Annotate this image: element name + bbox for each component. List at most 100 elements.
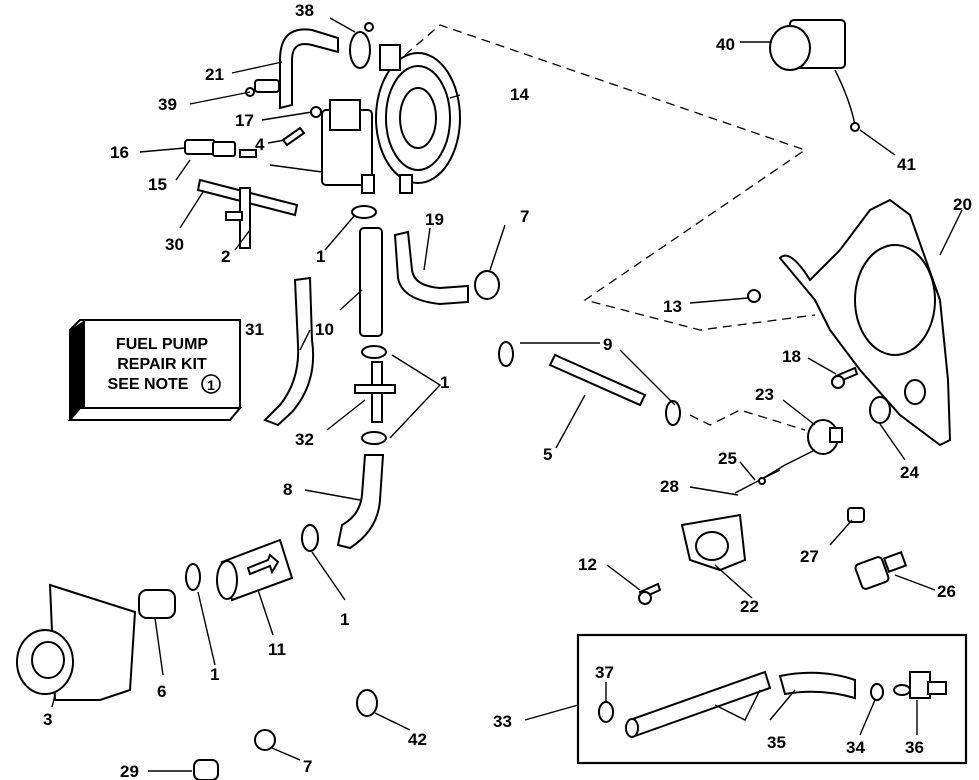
part-1-clamp [361, 431, 387, 445]
part-39-fitting [245, 79, 280, 97]
part-40-sensor [769, 19, 860, 132]
callout-7: 7 [520, 207, 529, 226]
callout-9: 9 [603, 335, 612, 354]
callout-19: 19 [425, 210, 444, 229]
callout-22: 22 [740, 597, 759, 616]
callout-36: 36 [905, 738, 924, 757]
callout-1: 1 [440, 373, 449, 392]
part-7-clamp [474, 270, 500, 300]
callout-1: 1 [210, 665, 219, 684]
part-20-gasket [778, 198, 952, 447]
part-36-valve [893, 671, 947, 699]
callout-1: 1 [316, 247, 325, 266]
callout-24: 24 [900, 463, 919, 482]
part-35-hoses [625, 670, 856, 738]
callout-8: 8 [283, 480, 292, 499]
kit-line-2: REPAIR KIT [117, 356, 207, 373]
callout-13: 13 [663, 297, 682, 316]
callout-32: 32 [295, 430, 314, 449]
kit-line-1: FUEL PUMP [116, 336, 208, 353]
part-28-wire [734, 469, 781, 494]
part-6-sleeve [138, 589, 176, 619]
callout-20: 20 [953, 195, 972, 214]
part-9-clamp [498, 341, 514, 367]
part-31-hose [263, 276, 315, 427]
part-23-check-valve [759, 419, 843, 481]
callout-30: 30 [165, 235, 184, 254]
part-32-tee-fitting [354, 361, 396, 423]
callout-labels: 38 21 39 17 14 4 16 15 30 2 1 19 7 31 10… [43, 1, 972, 780]
part-7-clamp [254, 729, 276, 751]
part-2-tee-fitting [225, 187, 251, 249]
callout-23: 23 [755, 385, 774, 404]
callout-5: 5 [543, 445, 552, 464]
callout-21: 21 [205, 65, 224, 84]
callout-38: 38 [295, 1, 314, 20]
callout-16: 16 [110, 143, 129, 162]
part-21-elbow-hose [279, 28, 339, 110]
callout-28: 28 [660, 477, 679, 496]
callout-41: 41 [897, 155, 916, 174]
part-15-16-valve [184, 139, 257, 158]
part-11-fuel-filter [216, 538, 294, 602]
fuel-pump-repair-kit-box: FUEL PUMP REPAIR KIT SEE NOTE 1 [67, 319, 243, 422]
part-29-cap [193, 759, 219, 780]
part-13-nut [747, 289, 761, 303]
callout-40: 40 [716, 35, 735, 54]
note-number: 1 [207, 377, 215, 393]
callout-7: 7 [303, 757, 312, 776]
part-1-clamp [185, 563, 201, 591]
part-37-clip [598, 701, 614, 723]
callout-3: 3 [43, 710, 52, 729]
callout-12: 12 [578, 555, 597, 574]
callout-39: 39 [158, 95, 177, 114]
part-42-clamp [356, 689, 378, 717]
callout-14: 14 [510, 85, 529, 104]
leader-lines [51, 17, 963, 772]
callout-4: 4 [255, 135, 265, 154]
callout-27: 27 [800, 547, 819, 566]
callout-33: 33 [493, 712, 512, 731]
callout-1: 1 [340, 610, 349, 629]
callout-18: 18 [782, 347, 801, 366]
kit-33-frame [576, 633, 968, 765]
part-4-screw [281, 126, 306, 147]
part-38-clamp [349, 22, 374, 69]
part-3-filter-housing [16, 583, 137, 701]
part-1-clamp [361, 345, 387, 359]
connector-dashed-line [689, 409, 806, 431]
callout-11: 11 [268, 640, 286, 659]
note-circle [201, 374, 221, 394]
part-8-hose [336, 454, 385, 550]
part-19-hose [393, 230, 469, 306]
kit-line-3: SEE NOTE [108, 376, 189, 393]
part-5-hose [548, 353, 647, 407]
callout-37: 37 [595, 663, 614, 682]
part-17-nut [310, 106, 322, 118]
part-24-o-ring [869, 396, 891, 424]
callout-25: 25 [718, 449, 737, 468]
part-9-clamp [665, 400, 681, 426]
part-1-clamp [351, 205, 377, 219]
part-14-fuel-pump [269, 44, 461, 194]
callout-31: 31 [245, 320, 264, 339]
assembly-dashed-outline [404, 24, 816, 331]
callout-6: 6 [157, 682, 166, 701]
part-34-clamp [870, 683, 884, 701]
part-1-clamp [301, 524, 319, 552]
callout-15: 15 [148, 175, 167, 194]
part-26-connector [854, 551, 908, 590]
callout-35: 35 [767, 733, 786, 752]
callout-2: 2 [221, 247, 230, 266]
callout-34: 34 [846, 738, 865, 757]
callout-10: 10 [315, 320, 334, 339]
part-10-hose [359, 227, 383, 337]
part-25-terminal [758, 477, 766, 485]
callout-42: 42 [408, 730, 427, 749]
part-18-bolt-head [831, 375, 845, 389]
callout-29: 29 [120, 762, 139, 780]
callout-17: 17 [235, 111, 254, 130]
callout-26: 26 [937, 582, 956, 601]
